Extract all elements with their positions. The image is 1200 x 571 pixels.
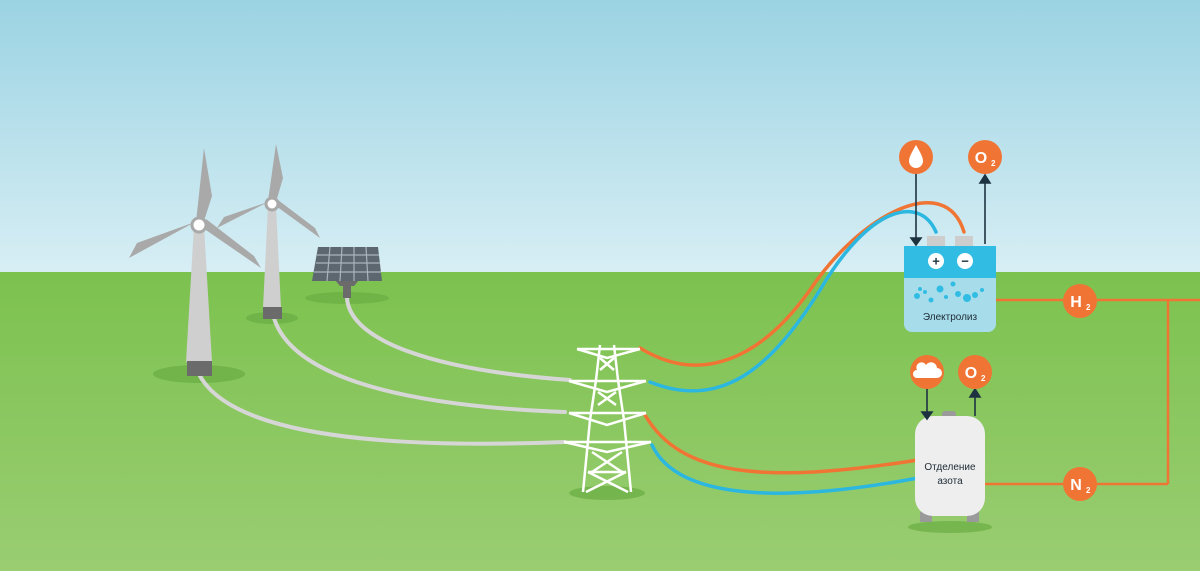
- turbine-right-tower: [263, 206, 281, 308]
- turbine-right-cable: [272, 316, 567, 414]
- turbine-right-hub: [264, 196, 280, 212]
- oxygen-top-badge: O 2: [968, 140, 1002, 174]
- electrolyzer: + − Электролиз: [904, 236, 996, 332]
- solar-panel-grid: [314, 246, 381, 282]
- minus-terminal-badge: [957, 253, 973, 269]
- separator-leg-right: [967, 512, 979, 522]
- nitrogen-separator: Отделение азота: [915, 411, 985, 522]
- orange-cable-separator: [643, 413, 920, 475]
- sky: [0, 0, 1200, 272]
- water-badge: [899, 140, 933, 174]
- wind-turbine-right: [217, 144, 320, 319]
- electrolyte-bubbles: [914, 281, 984, 303]
- electrolyzer-terminal-plus: [927, 236, 945, 246]
- orange-cable-electrolyzer: [638, 201, 966, 367]
- nitrogen-badge: N 2: [1063, 467, 1097, 501]
- oxygen-bottom-symbol: O: [965, 365, 977, 382]
- solar-panel-post: [343, 280, 351, 298]
- separator-label-line2: азота: [937, 476, 963, 487]
- water-in-arrow-head: [909, 237, 923, 247]
- solar-panel-mount: [335, 280, 359, 286]
- turbine-right-blade-up: [268, 144, 283, 202]
- separator-label-line1: Отделение: [924, 462, 976, 473]
- turbine-right-base: [263, 307, 282, 319]
- oxygen-bottom-badge: O 2: [958, 355, 992, 389]
- plus-terminal-badge: [928, 253, 944, 269]
- separator-tank: [915, 416, 985, 516]
- oxygen2-out-arrow-head: [968, 387, 982, 398]
- turbine-left-tower: [186, 226, 212, 362]
- tower-shadow: [569, 486, 645, 500]
- turbine-left-hub: [190, 216, 208, 234]
- electrolysis-label: Электролиз: [923, 312, 978, 323]
- power-lines-electrolyzer: [638, 201, 966, 393]
- turbine-right-blade-right: [276, 200, 320, 238]
- oxygen-top-symbol: O: [975, 150, 987, 167]
- nitrogen-symbol: N: [1070, 477, 1082, 494]
- turbine-left-cable: [198, 374, 567, 446]
- flow-arrows: [909, 171, 992, 421]
- transmission-tower: [563, 344, 652, 494]
- wind-turbine-left: [129, 148, 261, 376]
- water-drop-icon: [909, 145, 923, 168]
- blue-cable-separator: [650, 443, 920, 495]
- blue-cable-electrolyzer: [648, 209, 938, 393]
- nitrogen-subscript: 2: [1086, 486, 1091, 495]
- cloud-icon: [913, 362, 942, 378]
- turbine-left-blade-left: [129, 222, 195, 258]
- solar-panel-frame: [312, 247, 382, 281]
- minus-sign: −: [961, 254, 969, 269]
- oxygen-out-arrow-head: [978, 173, 992, 184]
- hydrogen-symbol: H: [1070, 294, 1082, 311]
- separator-leg-left: [920, 512, 932, 522]
- separator-shadow: [908, 521, 992, 533]
- hydrogen-badge: H 2: [1063, 284, 1097, 318]
- electrolyzer-top: [904, 246, 996, 278]
- air-badge: [910, 355, 944, 389]
- turbine-left-base: [187, 361, 212, 376]
- generator-cables: [198, 296, 572, 446]
- turbine-left-blade-right: [203, 219, 261, 268]
- air-in-arrow-head: [920, 411, 934, 421]
- turbine-left-blade-up: [196, 148, 212, 224]
- oxygen-bottom-subscript: 2: [981, 374, 986, 383]
- solar-panel: [312, 246, 382, 298]
- hydrogen-subscript: 2: [1086, 303, 1091, 312]
- plus-sign: +: [932, 254, 940, 269]
- oxygen-top-subscript: 2: [991, 159, 996, 168]
- electrolyzer-terminal-minus: [955, 236, 973, 246]
- power-lines-separator: [643, 413, 920, 495]
- turbine-right-blade-left: [217, 202, 268, 228]
- solar-cable: [345, 296, 572, 382]
